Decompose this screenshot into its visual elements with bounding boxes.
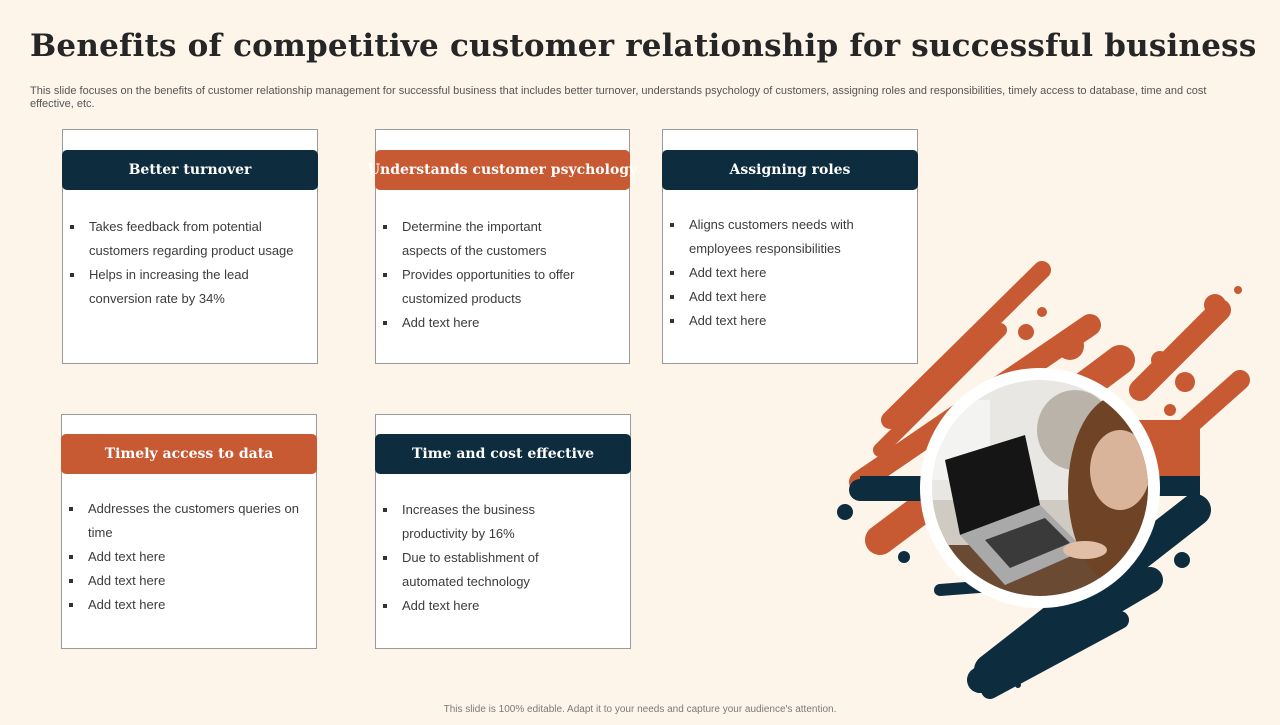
card-heading: Understands customer psychology xyxy=(368,150,637,190)
card-heading: Time and cost effective xyxy=(375,434,631,474)
card-assigning-roles: Assigning roles Aligns customers needs w… xyxy=(662,129,918,364)
footer-note: This slide is 100% editable. Adapt it to… xyxy=(443,704,837,715)
card-understands-customer-psychology: Understands customer psychology Determin… xyxy=(368,129,637,364)
bullet-item: Due to establishment of automated techno… xyxy=(383,546,590,594)
bullet-list: Takes feedback from potential customers … xyxy=(70,215,307,311)
decorative-graphic xyxy=(820,250,1280,720)
bullet-item: Add text here xyxy=(670,309,877,333)
bullet-item: Add text here xyxy=(69,569,306,593)
bullet-list: Determine the important aspects of the c… xyxy=(383,215,589,335)
bullet-list: Aligns customers needs with employees re… xyxy=(670,213,877,333)
page-title: Benefits of competitive customer relatio… xyxy=(30,28,1257,64)
bullet-item: Aligns customers needs with employees re… xyxy=(670,213,877,261)
bullet-item: Add text here xyxy=(383,311,589,335)
bullet-item: Add text here xyxy=(670,285,877,309)
card-time-and-cost-effective: Time and cost effective Increases the bu… xyxy=(375,414,631,649)
bullet-item: Takes feedback from potential customers … xyxy=(70,215,307,263)
card-heading: Timely access to data xyxy=(61,434,317,474)
bullet-item: Add text here xyxy=(670,261,877,285)
bullet-item: Addresses the customers queries on time xyxy=(69,497,306,545)
bullet-item: Increases the business productivity by 1… xyxy=(383,498,590,546)
card-heading: Assigning roles xyxy=(662,150,918,190)
bullet-item: Helps in increasing the lead conversion … xyxy=(70,263,307,311)
splash-illustration xyxy=(837,261,1250,699)
card-better-turnover: Better turnover Takes feedback from pote… xyxy=(62,129,318,364)
bullet-list: Addresses the customers queries on time … xyxy=(69,497,306,617)
bullet-item: Determine the important aspects of the c… xyxy=(383,215,589,263)
bullet-item: Add text here xyxy=(69,545,306,569)
bullet-item: Add text here xyxy=(383,594,590,618)
card-heading: Better turnover xyxy=(62,150,318,190)
bullet-list: Increases the business productivity by 1… xyxy=(383,498,590,618)
bullet-item: Provides opportunities to offer customiz… xyxy=(383,263,589,311)
page-subtitle: This slide focuses on the benefits of cu… xyxy=(30,85,1207,110)
bullet-item: Add text here xyxy=(69,593,306,617)
card-timely-access-to-data: Timely access to data Addresses the cust… xyxy=(61,414,317,649)
